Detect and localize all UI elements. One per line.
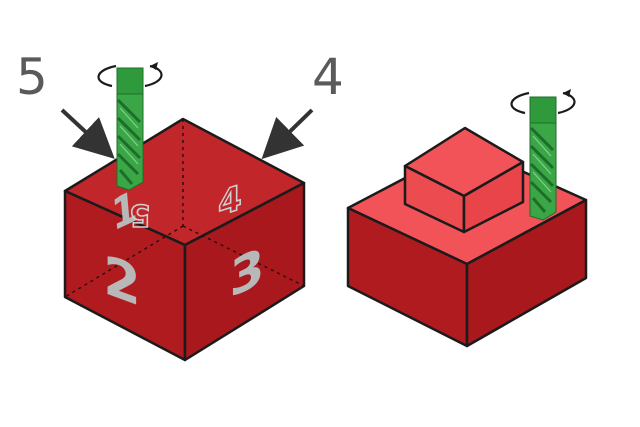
face-number-1: 1 xyxy=(110,180,140,241)
callout-arrow-5 xyxy=(60,108,115,159)
face-number-5: 5 xyxy=(130,197,151,232)
right-rotation-arrow-icon xyxy=(510,89,576,115)
left-cube: 1 2 3 4 5 xyxy=(63,117,306,362)
left-end-mill-tool-icon xyxy=(116,67,144,191)
boss-side-face xyxy=(462,160,525,234)
face-number-2: 2 xyxy=(103,243,141,320)
right-end-mill-tool-icon xyxy=(529,96,557,221)
callout-label-4: 4 xyxy=(312,48,344,106)
right-base-side-face xyxy=(465,198,588,348)
left-cube-hidden-edges xyxy=(64,119,305,298)
right-block xyxy=(346,126,588,348)
face-number-4: 4 xyxy=(218,178,242,225)
left-rotation-arrow-icon xyxy=(97,62,163,88)
callout-label-5: 5 xyxy=(16,48,48,106)
callout-arrow-4 xyxy=(261,108,314,160)
